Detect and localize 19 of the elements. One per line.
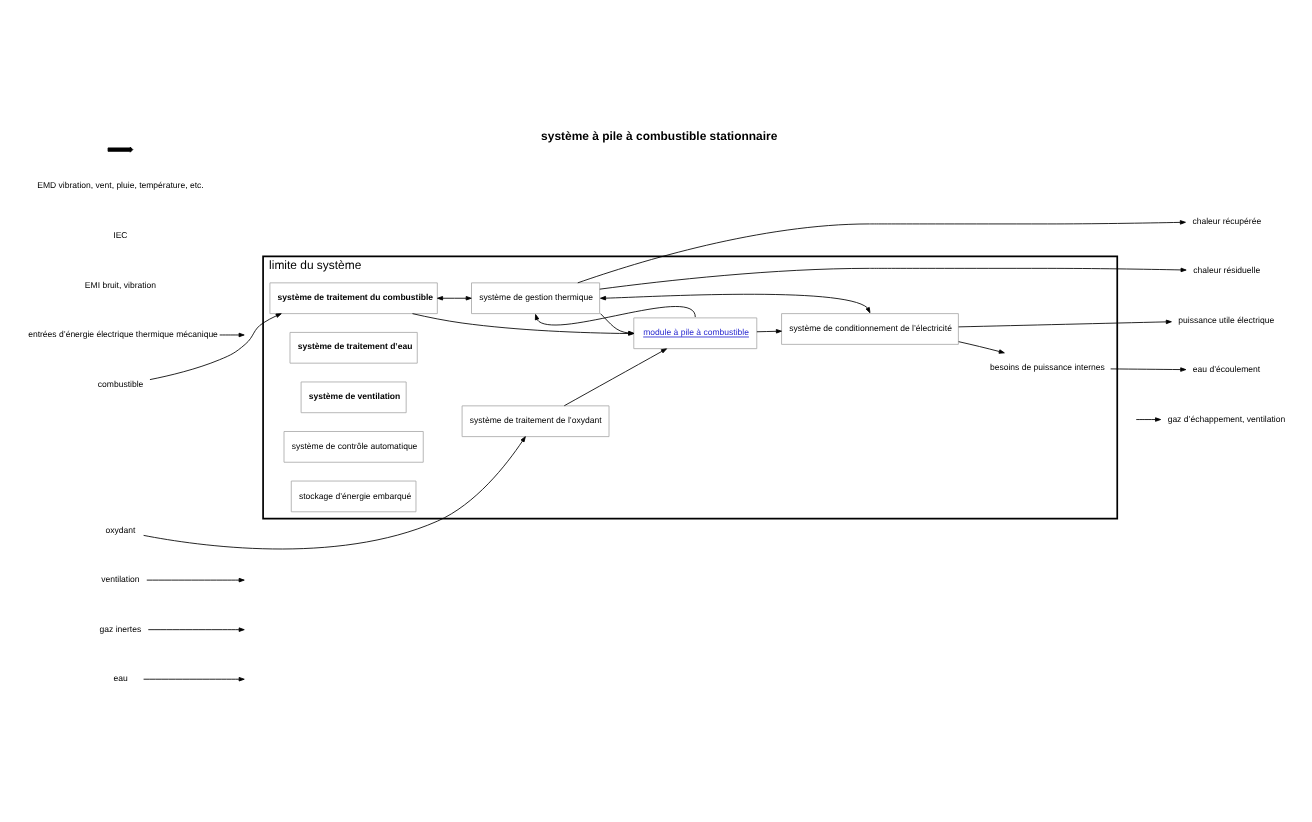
arrow	[599, 267, 1187, 290]
arrow	[756, 329, 782, 334]
arrow	[149, 313, 282, 381]
arrow	[146, 577, 245, 583]
arrow	[143, 677, 245, 682]
arrow	[563, 348, 667, 407]
arrow	[437, 296, 472, 301]
arrow	[1135, 417, 1162, 422]
arrow	[147, 627, 245, 632]
arrow	[958, 341, 1005, 354]
arrow	[1110, 367, 1187, 372]
arrow	[143, 436, 526, 550]
arrow	[958, 319, 1172, 328]
arrow	[412, 313, 635, 336]
arrow	[600, 293, 871, 314]
arrow	[600, 313, 635, 336]
arrow	[219, 332, 245, 338]
arrow	[577, 220, 1186, 284]
arrow	[534, 306, 696, 326]
